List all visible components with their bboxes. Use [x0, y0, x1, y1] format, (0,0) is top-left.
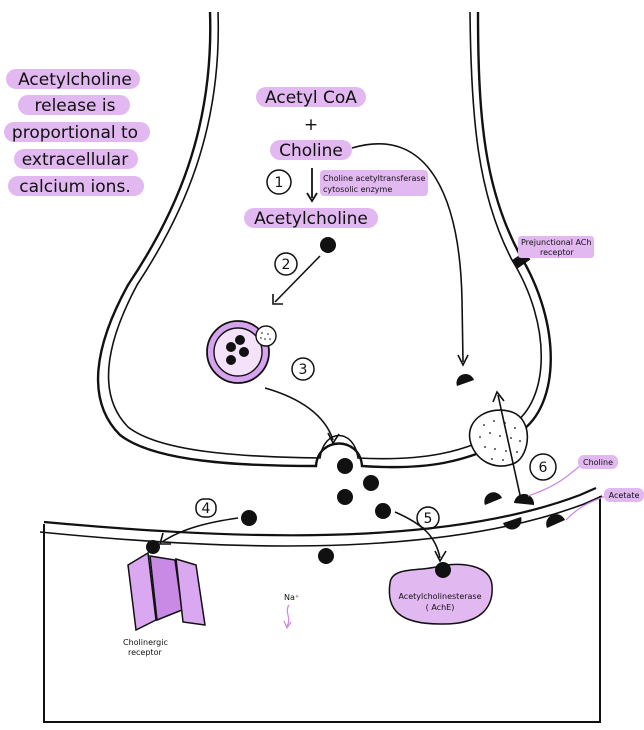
synaptic-vesicle [206, 320, 277, 384]
step6-arrow [497, 394, 521, 496]
step5-arrow [394, 511, 441, 559]
acetate-label: Acetate [609, 491, 640, 500]
cholinergic-label-1: Cholinergic [123, 638, 168, 647]
svg-text:2: 2 [282, 257, 291, 273]
choline-label: Choline [279, 141, 343, 161]
choline-fragment [484, 492, 502, 505]
step-2: 2 [274, 252, 298, 276]
svg-text:5: 5 [424, 511, 433, 527]
postsynaptic-membrane [43, 486, 597, 537]
ache-label-2: ( AchE) [426, 603, 455, 612]
note-line-1: Acetylcholine [18, 70, 132, 90]
step-3: 3 [291, 357, 315, 381]
cleft-ach [241, 458, 391, 564]
choline-reuptake-arrow [351, 143, 464, 363]
acetate-fragment [503, 517, 522, 530]
prejunctional-label-2: receptor [540, 248, 574, 257]
cholinergic-label-2: receptor [128, 648, 162, 657]
enzyme-label-2: cytosolic enzyme [323, 185, 392, 194]
step2-arrow [274, 255, 321, 303]
ach-molecule [320, 237, 336, 253]
postsynaptic-membrane-inner [39, 495, 603, 547]
note-line-2: release is [35, 96, 116, 116]
synthesis-block: Acetyl CoA + Choline Choline acetyltrans… [244, 87, 428, 229]
cholinergic-receptor [127, 540, 206, 632]
note-line-5: calcium ions. [19, 177, 130, 197]
svg-text:1: 1 [275, 175, 284, 191]
acetyl-coa-label: Acetyl CoA [265, 88, 357, 108]
svg-text:3: 3 [299, 362, 308, 378]
note-line-3: proportional to [12, 123, 138, 143]
ache-label-1: Acetylcholinesterase [398, 592, 481, 601]
enzyme-label-1: Choline acetyltransferase [323, 174, 426, 183]
choline-transporter [468, 409, 529, 467]
presynaptic-terminal-inner [107, 11, 542, 460]
note-line-4: extracellular [22, 150, 128, 170]
acetylcholinesterase: Acetylcholinesterase ( AchE) [388, 562, 493, 625]
step-5: 5 [416, 506, 440, 530]
calcium-note: Acetylcholine release is proportional to… [4, 69, 150, 197]
step-6: 6 [529, 453, 557, 481]
choline-inside [456, 373, 474, 386]
acetylcholine-label: Acetylcholine [254, 209, 368, 229]
step-4: 4 [195, 498, 217, 518]
choline-label-small: Choline [583, 458, 613, 467]
plus-sign: + [304, 115, 318, 135]
postsynaptic-cell [43, 496, 601, 723]
step-1: 1 [266, 169, 292, 195]
step3-arrow [264, 387, 334, 441]
step4-arrow [161, 517, 239, 543]
prejunctional-label-1: Prejunctional ACh [521, 238, 591, 247]
svg-text:6: 6 [539, 460, 548, 476]
sodium-label: Na⁺ [284, 593, 299, 602]
svg-text:4: 4 [202, 501, 211, 517]
